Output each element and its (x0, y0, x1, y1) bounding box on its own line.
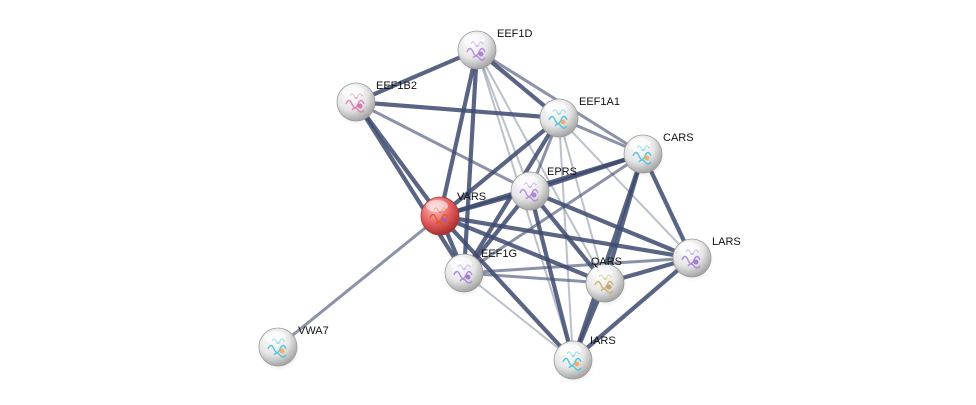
node-label: QARS (591, 256, 622, 268)
edge-eef1a1-qars[interactable] (558, 117, 606, 284)
edge-eprs-lars[interactable] (527, 188, 695, 261)
node-highlight (264, 331, 286, 343)
protein-structure-detail-icon (644, 155, 650, 161)
protein-structure-detail-icon (574, 361, 580, 367)
protein-structure-detail-icon (478, 51, 484, 57)
edge-cars-iars[interactable] (570, 151, 646, 363)
edge-cars-eef1g[interactable] (462, 152, 645, 275)
node-label: EEF1B2 (376, 80, 417, 92)
node-highlight (450, 257, 472, 269)
protein-structure-detail-icon (606, 284, 612, 290)
node-highlight (678, 242, 700, 254)
edge-vars-eef1d[interactable] (437, 47, 480, 219)
node-qars[interactable]: QARS (585, 256, 627, 307)
node-eef1b2[interactable]: EEF1B2 (336, 80, 417, 126)
protein-structure-detail-icon (560, 119, 566, 125)
node-highlight (559, 344, 581, 356)
node-cars[interactable]: CARS (623, 132, 694, 178)
node-highlight (342, 86, 364, 98)
edge-vars-eef1a1[interactable] (437, 115, 562, 219)
node-lars[interactable]: LARS (672, 236, 741, 282)
node-highlight (629, 138, 651, 150)
protein-structure-detail-icon (357, 103, 363, 109)
edge-eef1b2-eprs[interactable] (354, 100, 532, 193)
node-eef1g[interactable]: EEF1G (444, 248, 517, 297)
protein-structure-detail-icon (441, 217, 447, 223)
node-vwa7[interactable]: VWA7 (258, 325, 329, 371)
node-highlight (463, 34, 485, 46)
node-label: IARS (590, 335, 616, 347)
node-iars[interactable]: IARS (553, 335, 616, 384)
node-label: VARS (457, 191, 486, 203)
edge-eef1a1-lars[interactable] (558, 117, 693, 259)
node-label: VWA7 (298, 325, 329, 337)
protein-structure-detail-icon (531, 192, 537, 198)
protein-structure-detail-icon (465, 274, 471, 280)
node-label: LARS (712, 236, 741, 248)
edge-eef1g-qars[interactable] (462, 271, 607, 285)
edge-eef1a1-iars[interactable] (558, 117, 574, 361)
node-label: EEF1G (481, 248, 517, 260)
edge-eef1g-lars[interactable] (462, 256, 694, 275)
edge-eef1d-eprs[interactable] (476, 49, 531, 192)
node-label: EEF1D (497, 28, 533, 40)
node-label: CARS (663, 132, 694, 144)
node-label: EPRS (547, 166, 577, 178)
node-highlight (545, 102, 567, 114)
edge-eef1b2-eef1a1[interactable] (353, 99, 562, 121)
edge-vars-iars[interactable] (437, 213, 576, 363)
edge-lars-iars[interactable] (570, 255, 695, 363)
edge-vars-vwa7[interactable] (276, 214, 442, 349)
node-vars[interactable]: VARS (420, 191, 486, 240)
node-eprs[interactable]: EPRS (510, 166, 577, 215)
node-highlight (426, 200, 448, 212)
node-label: EEF1A1 (579, 96, 620, 108)
edge-eef1b2-eef1g[interactable] (353, 99, 467, 276)
node-highlight (516, 175, 538, 187)
edge-eprs-iars[interactable] (527, 188, 576, 363)
node-highlight (591, 267, 613, 279)
node-eef1d[interactable]: EEF1D (457, 28, 533, 74)
protein-structure-detail-icon (693, 259, 699, 265)
protein-structure-detail-icon (279, 348, 285, 354)
node-eef1a1[interactable]: EEF1A1 (539, 96, 620, 142)
edge-eef1d-eef1b2[interactable] (353, 47, 480, 105)
